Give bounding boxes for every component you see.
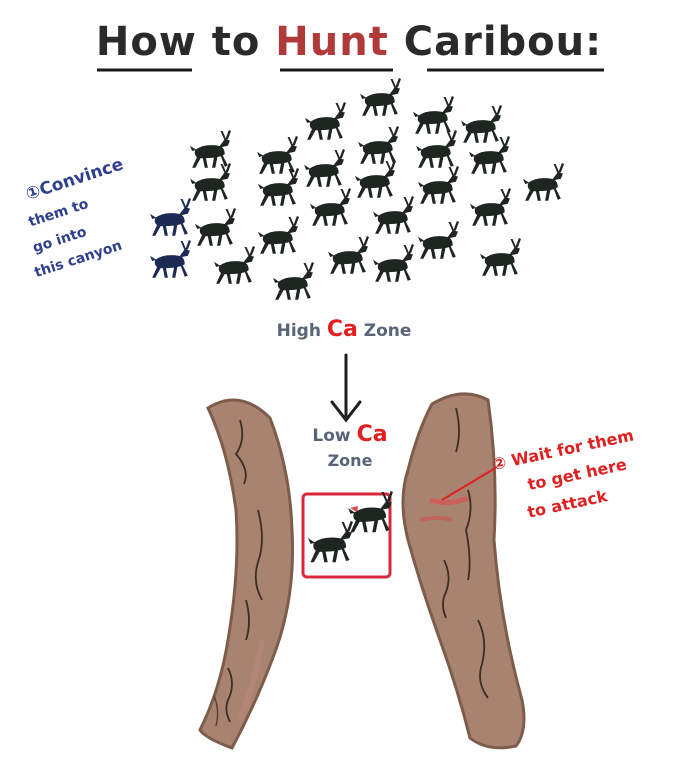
high-zone-suffix: Zone (358, 321, 412, 341)
caribou-icon (416, 130, 457, 168)
caribou-icon (360, 78, 401, 116)
canyon-left-wall (200, 400, 293, 748)
caribou-icon (418, 166, 459, 204)
low-ca-zone-label: Low Ca Zone (312, 422, 387, 470)
svg-text:Low Ca: Low Ca (312, 422, 387, 447)
caribou-icon (258, 168, 299, 206)
caribou-icon (310, 188, 351, 226)
caribou-icon (195, 208, 236, 246)
caribou-icon (523, 163, 564, 201)
title-hunt: Hunt (275, 19, 389, 65)
caribou-icon (328, 236, 369, 274)
caribou-icon (373, 244, 414, 282)
high-zone-ca: Ca (327, 317, 358, 342)
svg-text:How to Hunt Caribou:: How to Hunt Caribou: (96, 19, 602, 65)
caribou-icon (305, 102, 346, 140)
trapped-caribou (308, 491, 393, 562)
caribou-icon (413, 96, 454, 134)
caribou-icon (418, 221, 459, 259)
step1-note: ①Convince them to go into this canyon (8, 154, 149, 281)
caribou-icon (190, 130, 231, 168)
caribou-icon (214, 246, 255, 284)
caribou-icon (273, 262, 314, 300)
low-zone-prefix: Low (312, 426, 356, 446)
caribou-icon (480, 238, 521, 276)
caribou-icon (150, 198, 191, 236)
high-zone-prefix: High (277, 321, 327, 341)
title: How to Hunt Caribou: (96, 19, 604, 70)
caribou-icon (355, 160, 396, 198)
caribou-icon (373, 196, 414, 234)
step1-line-1: ①Convince (23, 154, 126, 204)
title-caribou: Caribou: (389, 19, 602, 65)
caribou-icon (461, 105, 502, 143)
caribou-icon (469, 136, 510, 174)
caribou-icon (150, 240, 191, 278)
caribou-icon (258, 216, 299, 254)
caribou-icon (304, 149, 345, 187)
caribou-icon (190, 163, 231, 201)
high-ca-zone-label: High Ca Zone (277, 317, 412, 342)
title-how-to: How to (96, 19, 275, 65)
low-zone-ca: Ca (357, 422, 388, 447)
low-zone-line2: Zone (328, 451, 373, 470)
caribou-icon (257, 136, 298, 174)
caribou-icon (358, 126, 399, 164)
step2-note: ② Wait for them to get here to attack (491, 425, 647, 526)
caribou-herd (150, 78, 564, 300)
down-arrow-icon (332, 355, 360, 420)
caribou-icon (470, 188, 511, 226)
canyon-right-wall (403, 394, 524, 748)
